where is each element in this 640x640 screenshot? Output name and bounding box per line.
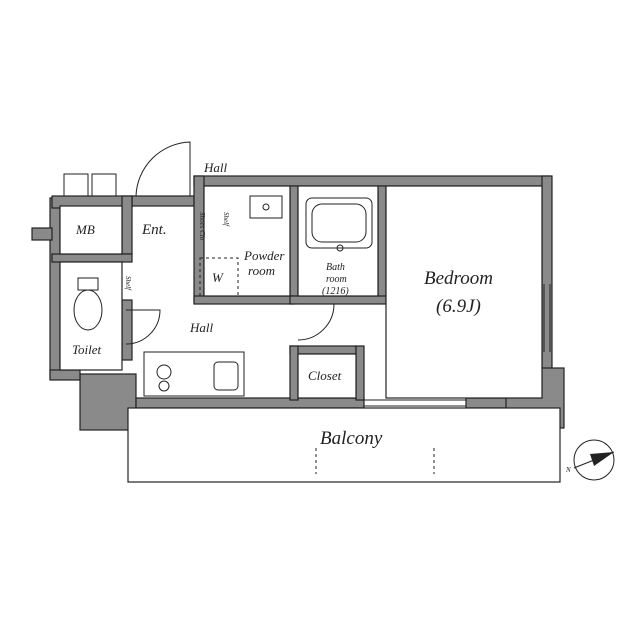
compass-icon: N (565, 439, 615, 481)
powder-room-label-2: room (248, 263, 275, 278)
doors (63, 141, 335, 345)
bath-label-1: Bath (326, 262, 345, 273)
bedroom-size-label: (6.9J) (436, 296, 481, 317)
ent-label: Ent. (141, 222, 167, 238)
shoes-clo-label: Shoes Clo (198, 212, 206, 241)
hall-top-label: Hall (203, 160, 228, 175)
w-label: W (212, 270, 224, 285)
bath-label-2: room (326, 274, 347, 285)
compass-label: N (565, 466, 571, 474)
balcony-label: Balcony (320, 428, 383, 449)
toilet-label: Toilet (72, 342, 102, 357)
shelf-label-1: Shelf (124, 276, 132, 291)
closet-label: Closet (308, 368, 342, 383)
mb-label: MB (75, 222, 95, 237)
hall-main-label: Hall (189, 320, 214, 335)
shelf-label-2: Shelf (222, 212, 230, 227)
bath-label-3: (1216) (322, 286, 349, 297)
fixtures (73, 195, 551, 474)
powder-room-label-1: Powder (243, 248, 285, 263)
bedroom-label: Bedroom (424, 268, 493, 289)
room-shapes (59, 185, 561, 483)
